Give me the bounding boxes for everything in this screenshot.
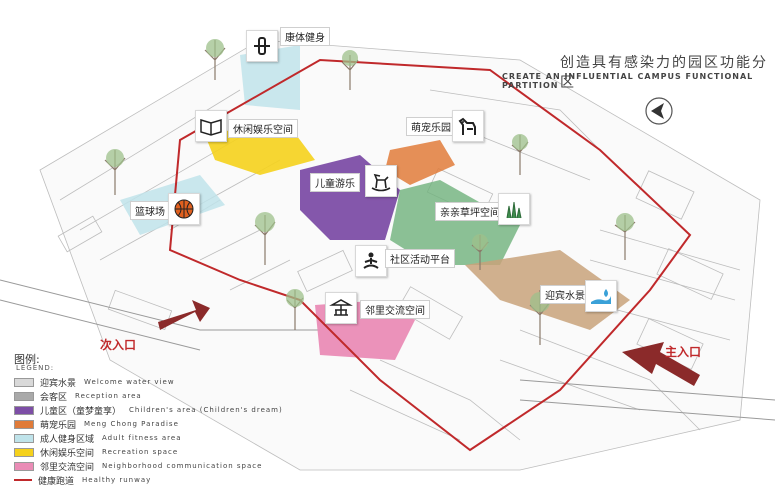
legend-swatch <box>14 405 34 415</box>
water-drop-icon <box>585 280 617 312</box>
legend-label-en: Recreation space <box>102 448 179 456</box>
legend-item: 会客区 Reception area <box>14 390 142 403</box>
secondary-entrance-arrow <box>158 300 210 330</box>
zone-label-children: 儿童游乐 <box>310 173 360 192</box>
legend-label-cn: 健康跑道 <box>38 476 75 487</box>
legend-item: 迎宾水景 Welcome water view <box>14 376 175 389</box>
legend-item: 成人健身区域 Adult fitness area <box>14 432 182 445</box>
legend-swatch <box>14 447 34 457</box>
legend-swatch <box>14 377 34 387</box>
zone-pet-area <box>385 140 455 185</box>
zone-label-pet: 萌宠乐园 <box>406 117 456 136</box>
legend-label-cn: 萌宠乐园 <box>40 420 77 431</box>
legend-label-en: Healthy runway <box>82 476 152 484</box>
legend-label-en: Adult fitness area <box>102 434 182 442</box>
rocking-horse-icon <box>365 165 397 197</box>
zone-label-fitness: 康体健身 <box>280 27 330 46</box>
legend-title: 图例: <box>14 353 40 366</box>
zone-label-community: 社区活动平台 <box>385 249 455 268</box>
legend-swatch <box>14 391 34 401</box>
healthy-runway-loop <box>168 58 692 452</box>
legend-label-en: Neighborhood communication space <box>102 462 263 470</box>
meditation-figure-icon <box>355 245 387 277</box>
legend-swatch <box>14 419 34 429</box>
legend-label-cn: 迎宾水景 <box>40 378 77 389</box>
legend-label-en: Welcome water view <box>84 378 175 386</box>
legend-label-cn: 儿童区（童梦童享） <box>40 406 122 417</box>
roads <box>0 279 775 421</box>
legend-swatch <box>14 479 32 481</box>
legend-label-en: Reception area <box>75 392 142 400</box>
diagram-subtitle: CREATE AN INFLUENTIAL CAMPUS FUNCTIONAL … <box>502 72 754 90</box>
legend-item: 健康跑道 Healthy runway <box>14 474 152 487</box>
dumbbell-icon <box>246 30 278 62</box>
zone-label-lawn: 亲亲草坪空间 <box>435 202 505 221</box>
zone-label-neighborhood: 邻里交流空间 <box>360 300 430 319</box>
main-entrance-label: 主入口 <box>665 345 702 359</box>
zone-label-basketball: 篮球场 <box>130 201 170 220</box>
main-entrance-arrow <box>622 342 700 386</box>
legend-label-cn: 邻里交流空间 <box>40 462 95 473</box>
pavilion-table-icon <box>325 292 357 324</box>
legend-label-en: Children's area (Children's dream) <box>129 406 283 414</box>
basketball-icon <box>168 193 200 225</box>
legend-label-en: Meng Chong Paradise <box>84 420 179 428</box>
diagram-title: 创造具有感染力的园区功能分区 <box>560 55 768 91</box>
secondary-entrance-label: 次入口 <box>100 338 137 352</box>
north-arrow-icon <box>645 97 673 125</box>
legend-swatch <box>14 433 34 443</box>
dog-icon <box>452 110 484 142</box>
zone-label-recreation: 休闲娱乐空间 <box>228 119 298 138</box>
legend-subtitle: LEGEND: <box>16 364 55 372</box>
grass-icon <box>498 193 530 225</box>
legend-label-cn: 会客区 <box>40 392 68 403</box>
legend-item: 儿童区（童梦童享） Children's area (Children's dr… <box>14 404 283 417</box>
legend-item: 休闲娱乐空间 Recreation space <box>14 446 179 459</box>
open-book-icon <box>195 110 227 142</box>
legend-swatch <box>14 461 34 471</box>
legend-label-cn: 休闲娱乐空间 <box>40 448 95 459</box>
legend-item: 萌宠乐园 Meng Chong Paradise <box>14 418 179 431</box>
legend-label-cn: 成人健身区域 <box>40 434 95 445</box>
zone-label-water: 迎宾水景 <box>540 285 590 304</box>
legend-item: 邻里交流空间 Neighborhood communication space <box>14 460 263 473</box>
